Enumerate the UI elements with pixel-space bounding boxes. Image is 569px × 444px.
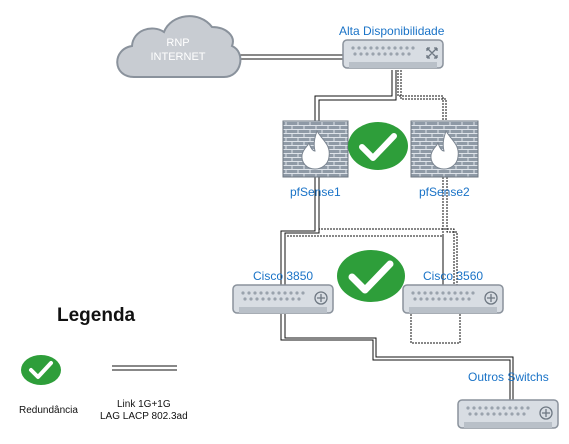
core2-label: Cisco 3560 [423, 269, 484, 283]
legend-title: Legenda [57, 305, 136, 326]
links [237, 54, 514, 400]
fw2-label: pfSense2 [419, 185, 470, 199]
switch-icon-core2 [402, 284, 504, 314]
firewall-icon-2 [410, 120, 479, 178]
link-ha-fw2 [397, 70, 447, 121]
link-core2-access [410, 314, 461, 344]
legend-redundancy-label: Redundância [19, 405, 78, 416]
ha-switch-label: Alta Disponibilidade [339, 24, 445, 38]
switch-icon-ha [342, 39, 444, 69]
switch-icon-access [457, 399, 559, 429]
check-icon-firewalls [348, 122, 408, 170]
cloud-label-2: INTERNET [151, 51, 206, 63]
cloud-label-1: RNP [166, 37, 189, 49]
legend-link-label-1: Link 1G+1G [117, 399, 171, 410]
legend-check-icon [21, 355, 61, 385]
firewall-icon-1 [282, 120, 349, 178]
core1-label: Cisco 3850 [253, 269, 314, 283]
legend-link-line [112, 365, 177, 371]
link-cloud-ha [237, 54, 346, 60]
check-icon-cores [337, 250, 405, 302]
link-fw1-core2 [318, 177, 455, 290]
cloud-icon [116, 15, 242, 78]
link-core1-access [280, 314, 514, 400]
legend-link-label-2: LAG LACP 802.3ad [100, 411, 188, 422]
link-ha-fw1 [314, 70, 397, 121]
access-label: Outros Switchs [468, 370, 549, 384]
switch-icon-core1 [232, 284, 334, 314]
fw1-label: pfSense1 [290, 185, 341, 199]
